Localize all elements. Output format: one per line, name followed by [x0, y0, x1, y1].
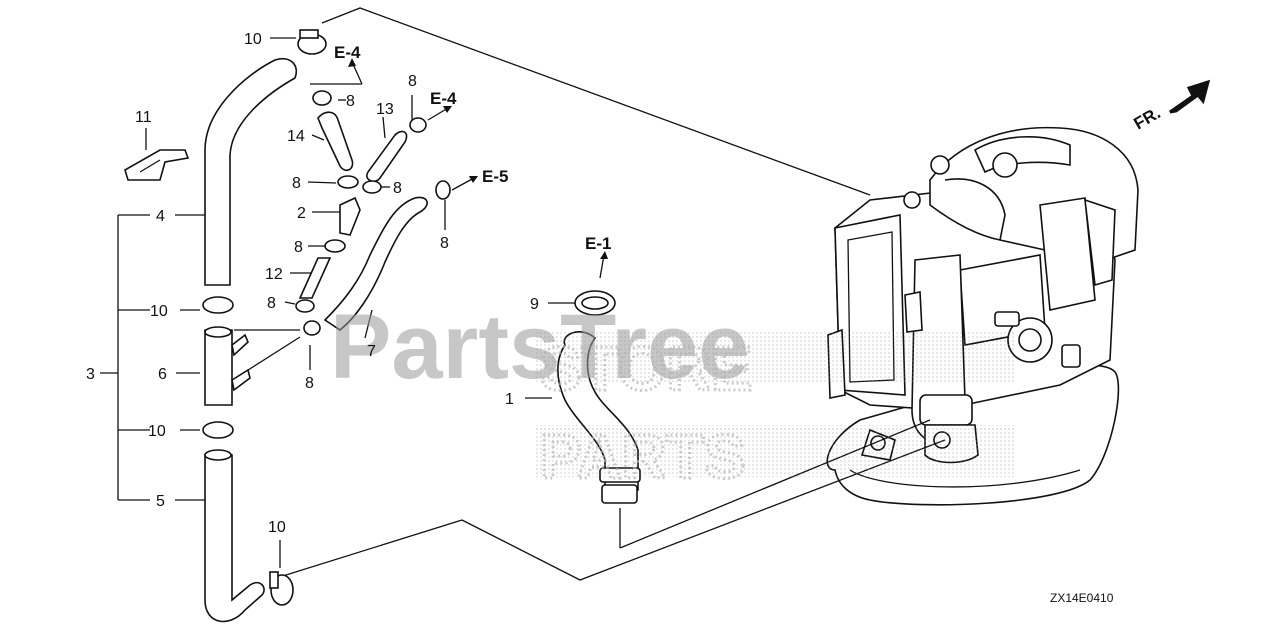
callout-10-top: 10 [244, 31, 262, 48]
front-arrow: FR. [1131, 79, 1211, 133]
ref-e1: E-1 [585, 234, 611, 253]
callout-8-a: 8 [346, 93, 355, 110]
ref-e4-right: E-4 [430, 89, 457, 108]
hose-parts [124, 29, 641, 623]
callout-8-d: 8 [393, 180, 402, 197]
callout-1: 1 [505, 391, 514, 408]
front-marker-label: FR. [1131, 103, 1164, 133]
callout-10-mid: 10 [150, 303, 168, 320]
callout-4: 4 [156, 208, 165, 225]
callout-8-h: 8 [305, 375, 314, 392]
diagram-code: ZX14E0410 [1050, 591, 1114, 605]
watermark: PartsTree STORE PARTS [330, 296, 1015, 494]
callout-10-lower: 10 [148, 423, 166, 440]
callout-5: 5 [156, 493, 165, 510]
ref-e5: E-5 [482, 167, 508, 186]
watermark-sub-1: STORE [540, 335, 752, 404]
callout-8-f: 8 [294, 239, 303, 256]
callout-12: 12 [265, 266, 283, 283]
watermark-main: PartsTree [330, 296, 749, 398]
callout-8-c: 8 [292, 175, 301, 192]
ref-e4-top: E-4 [334, 43, 361, 62]
callout-14: 14 [287, 128, 305, 145]
leader-lines [100, 7, 946, 581]
callout-13: 13 [376, 101, 394, 118]
callout-10-bottom: 10 [268, 519, 286, 536]
callout-3: 3 [86, 366, 95, 383]
callout-8-e: 8 [440, 235, 449, 252]
callout-2: 2 [297, 205, 306, 222]
callout-8-g: 8 [267, 295, 276, 312]
callout-7: 7 [367, 343, 376, 360]
reference-arrows [348, 58, 608, 279]
callout-9: 9 [530, 296, 539, 313]
callout-8-b: 8 [408, 73, 417, 90]
callout-6: 6 [158, 366, 167, 383]
watermark-sub-2: PARTS [540, 423, 746, 492]
callout-11: 11 [135, 109, 152, 126]
